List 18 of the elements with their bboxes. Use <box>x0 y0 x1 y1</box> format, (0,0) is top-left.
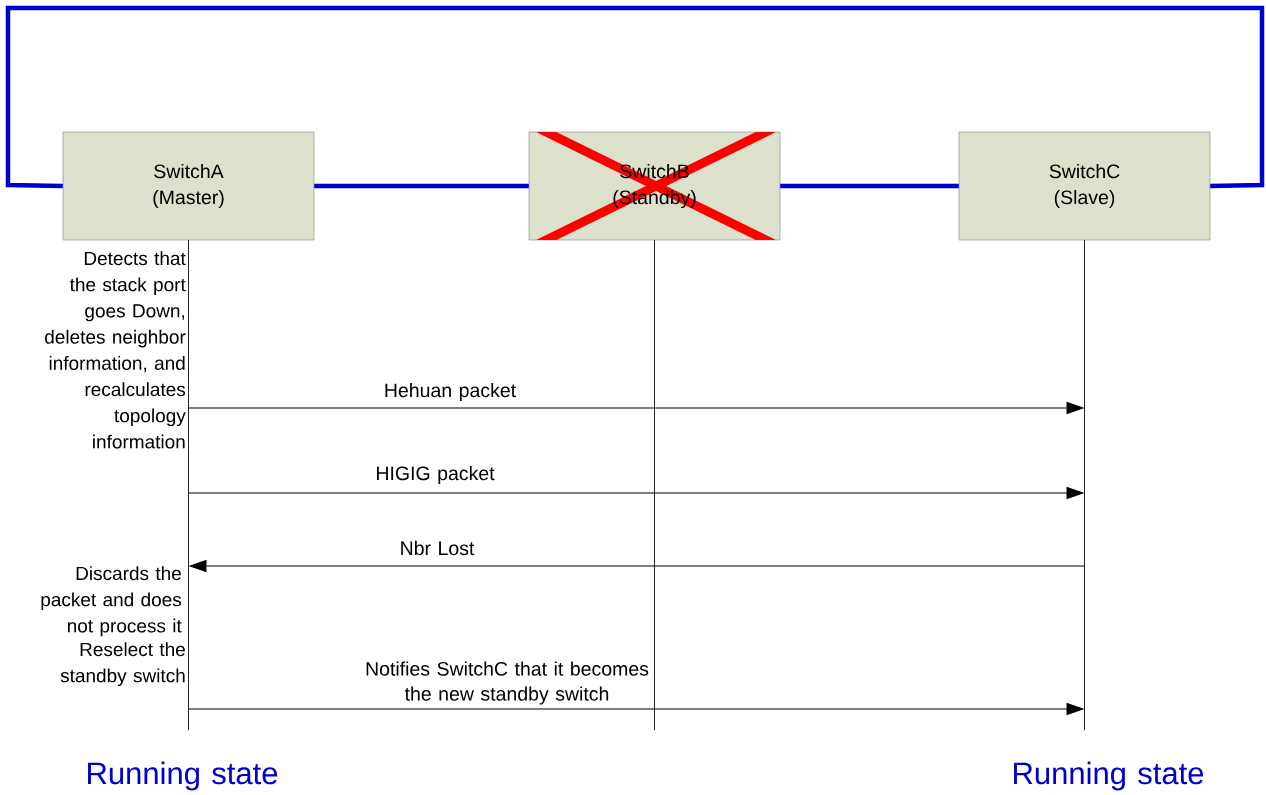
switch-box: SwitchA (Master) <box>62 131 315 241</box>
note: Detects that the stack port goes Down, deletes neighbor information, and recalculates topology information <box>45 251 186 449</box>
stack-link <box>5 5 1265 189</box>
state-label: Running state <box>88 761 278 791</box>
note: Reselect the standby switch <box>60 642 185 687</box>
message-arrow <box>188 703 1084 715</box>
stack-link <box>780 183 959 189</box>
state-label: Running state <box>1014 761 1204 791</box>
message-arrow <box>189 560 1085 572</box>
switch-box: SwitchC (Slave) <box>958 131 1211 241</box>
stack-link <box>314 183 529 189</box>
message-arrow <box>188 487 1084 499</box>
message-arrow <box>188 402 1084 414</box>
edge-label: Notifies SwitchC that it becomes the new standby switch <box>366 661 649 705</box>
edge-label: Nbr Lost <box>401 540 475 556</box>
edge-label: Hehuan packet <box>385 382 516 402</box>
note: Discards the packet and does not process it <box>41 566 182 637</box>
edge-label: HIGIG packet <box>377 465 495 485</box>
